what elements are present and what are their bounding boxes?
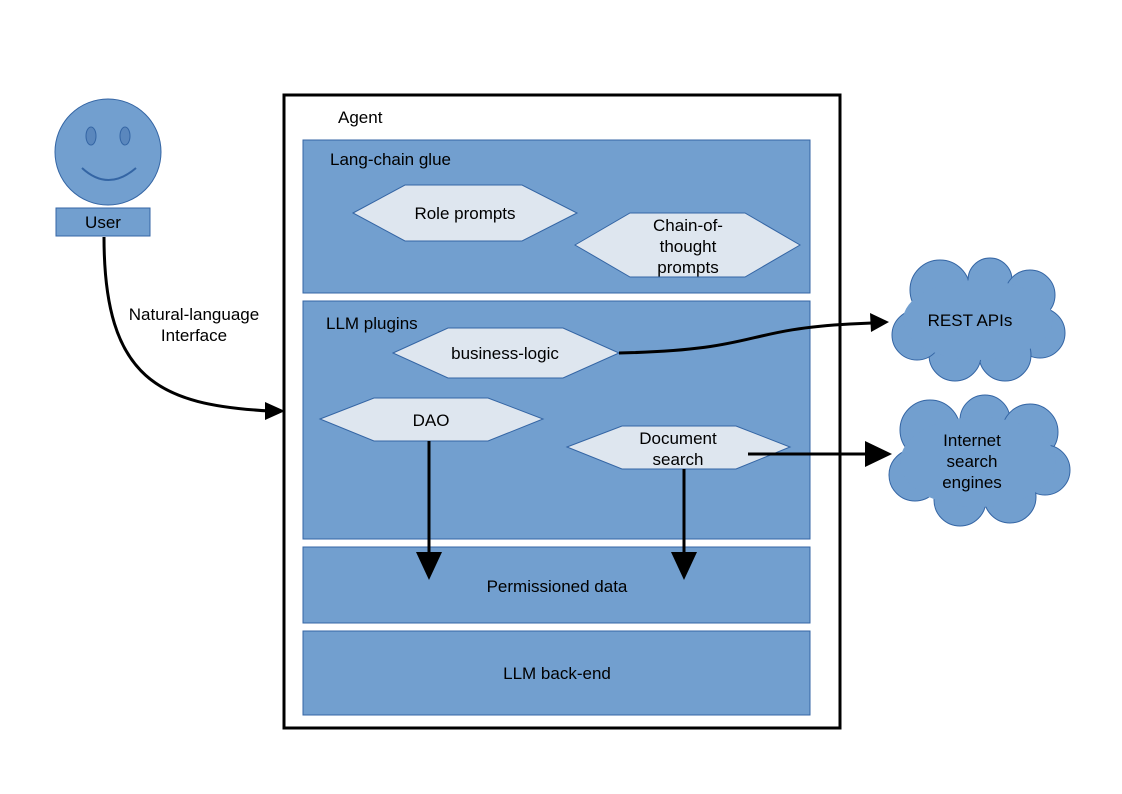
llm-plugins-section: LLM plugins business-logic DAO Document … — [302, 300, 811, 540]
role-prompts-label: Role prompts — [414, 204, 515, 223]
internet-search-engines-cloud: Internet search engines — [888, 394, 1071, 527]
cot-label-line1: Chain-of- — [653, 216, 723, 235]
search-engines-label-line1: Internet — [943, 431, 1001, 450]
natural-language-connector: Natural-language Interface — [102, 236, 285, 420]
role-prompts-hexagon: Role prompts — [351, 184, 579, 242]
search-to-engines-arrow — [748, 441, 892, 467]
llm-backend-section: LLM back-end — [302, 630, 811, 716]
cot-label-line3: prompts — [657, 258, 718, 277]
cot-label-line2: thought — [660, 237, 717, 256]
dao-to-data-arrow — [416, 441, 442, 580]
user-box: User — [55, 207, 151, 237]
dao-hexagon: DAO — [318, 397, 545, 442]
permissioned-data-label: Permissioned data — [487, 577, 628, 596]
rest-apis-label: REST APIs — [928, 311, 1013, 330]
document-search-label-line1: Document — [639, 429, 717, 448]
permissioned-data-section: Permissioned data — [302, 546, 811, 624]
connector-label-line2: Interface — [161, 326, 227, 345]
dao-label: DAO — [413, 411, 450, 430]
business-logic-label: business-logic — [451, 344, 559, 363]
langchain-title: Lang-chain glue — [330, 150, 451, 169]
business-logic-hexagon: business-logic — [391, 327, 621, 379]
plugins-title: LLM plugins — [326, 314, 418, 333]
search-to-data-arrow — [671, 469, 697, 580]
chain-of-thought-hexagon: Chain-of- thought prompts — [574, 212, 801, 278]
llm-backend-label: LLM back-end — [503, 664, 611, 683]
langchain-glue-section: Lang-chain glue Role prompts Chain-of- t… — [302, 139, 811, 294]
agent-title: Agent — [338, 108, 383, 127]
rest-apis-cloud: REST APIs — [891, 257, 1066, 382]
search-engines-label-line2: search — [946, 452, 997, 471]
document-search-label-line2: search — [652, 450, 703, 469]
search-engines-label-line3: engines — [942, 473, 1002, 492]
user-smiley-icon — [54, 98, 162, 206]
business-logic-to-rest-arrow — [618, 313, 889, 355]
user-label: User — [85, 213, 121, 232]
document-search-hexagon: Document search — [565, 425, 792, 470]
connector-label-line1: Natural-language — [129, 305, 259, 324]
